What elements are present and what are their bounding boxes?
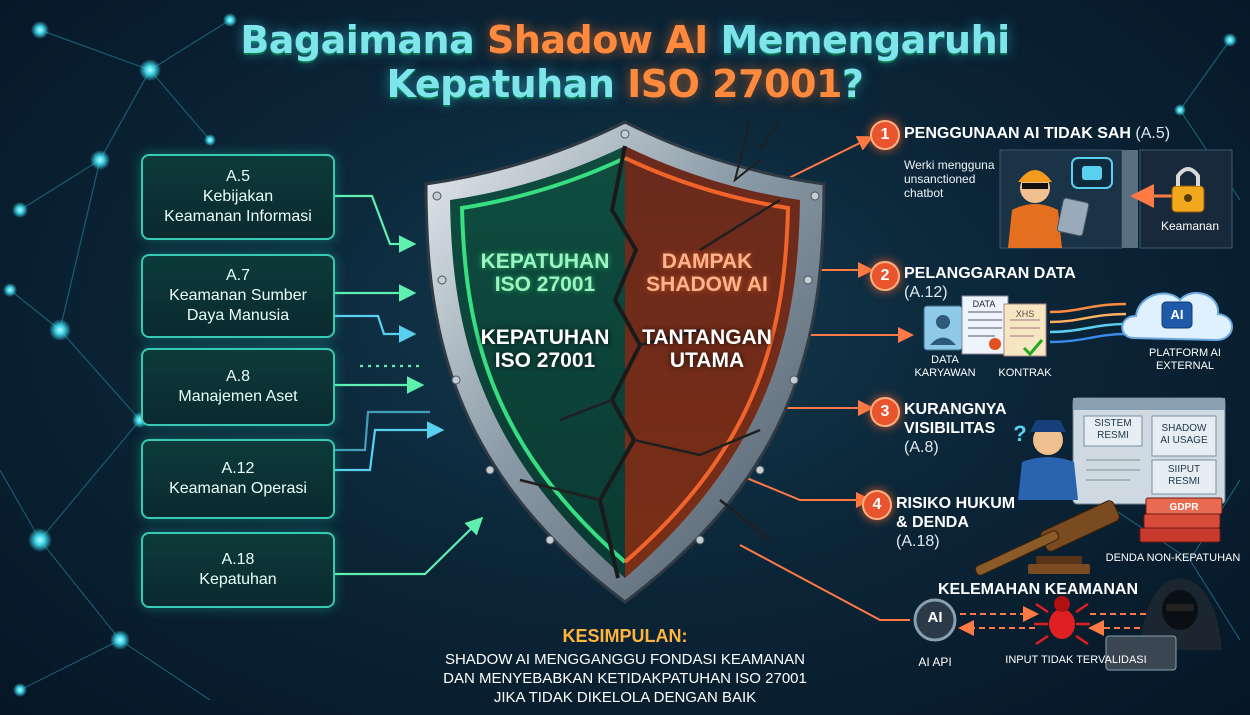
panel-sistem-resmi: SISTEM RESMI [1084, 418, 1142, 442]
weakness-title: KELEMAHAN KEAMANAN [938, 581, 1138, 598]
control-line-1: Keamanan Operasi [169, 480, 307, 497]
risk-title-1: PENGGUNAAN AI TIDAK SAH (A.5) [904, 124, 1170, 143]
shield-left-mid: KEPATUHAN ISO 27001 [470, 326, 620, 372]
panel-siiput: SIIPUT RESMI [1152, 464, 1216, 488]
shield-right-mid: TANTANGAN UTAMA [632, 326, 782, 372]
doc-tag-data: DATA [972, 299, 996, 309]
risk-title-2: PELANGGARAN DATA (A.12) [904, 264, 1076, 302]
ai-api-label: AI API [918, 655, 952, 669]
control-line-1: Keamanan Sumber [169, 287, 307, 304]
control-line-1: Manajemen Aset [178, 388, 298, 405]
note-line: Werki mengguna [904, 158, 995, 172]
risk-ref: (A.5) [1135, 125, 1171, 142]
risk-title-text: & DENDA [896, 514, 969, 531]
shield-text: TANTANGAN [642, 326, 772, 349]
title-2b: ISO 27001 [627, 62, 842, 106]
conclusion-line: JIKA TIDAK DIKELOLA DENGAN BAIK [493, 689, 757, 706]
control-box-a7: A.7 Keamanan Sumber Daya Manusia [141, 254, 335, 338]
title-line-2: Kepatuhan ISO 27001? [0, 62, 1250, 106]
gdpr-stamp: GDPR [1169, 502, 1199, 513]
conclusion-title: KESIMPULAN: [562, 626, 688, 646]
risk-title-3: KURANGNYA VISIBILITAS (A.8) [904, 400, 1007, 457]
title-1b: Shadow AI [486, 18, 708, 62]
risk-number-1: 1 [870, 120, 900, 150]
control-line-1: Kebijakan [202, 188, 274, 205]
weakness-illustration [913, 578, 1222, 671]
control-code: A.7 [225, 267, 250, 284]
label-line: KARYAWAN [914, 367, 976, 379]
risk-title-4: RISIKO HUKUM & DENDA (A.18) [896, 494, 1015, 551]
shield-left-top: KEPATUHAN ISO 27001 [470, 250, 620, 296]
label-kontrak: KONTRAK [998, 367, 1052, 379]
conclusion-line: DAN MENYEBABKAN KETIDAKPATUHAN ISO 27001 [443, 670, 807, 687]
control-box-a8: A.8 Manajemen Aset [141, 348, 335, 426]
panel-line: SHADOW [1161, 423, 1207, 434]
label-line: DATA [931, 354, 959, 366]
risk-ref: (A.18) [896, 533, 940, 550]
shield-text: DAMPAK [661, 250, 753, 273]
risk-title-text: RISIKO HUKUM [896, 495, 1016, 512]
conclusion-body: SHADOW AI MENGGANGGU FONDASI KEAMANAN DA… [395, 650, 855, 707]
risk2-illustration [923, 291, 1233, 357]
label-platform: PLATFORM AI EXTERNAL [1130, 347, 1240, 373]
risk-title-text: VISIBILITAS [904, 420, 996, 437]
control-code: A.8 [225, 368, 250, 385]
shield-text: KEPATUHAN [480, 250, 610, 273]
panel-line: RESMI [1097, 430, 1129, 441]
panel-line: SIIPUT [1167, 464, 1201, 475]
title-line-1: Bagaimana Shadow AI Memengaruhi [0, 18, 1250, 62]
risk3-illustration [1018, 397, 1226, 505]
risk1-note: Werki mengguna unsanctioned chatbot [904, 158, 995, 200]
control-box-a18: A.18 Kepatuhan [141, 532, 335, 608]
label-line: EXTERNAL [1155, 360, 1215, 372]
title-2c: ? [841, 62, 864, 106]
control-code: A.5 [225, 168, 250, 185]
risk-ref: (A.12) [904, 284, 948, 301]
note-line: unsanctioned [904, 172, 976, 186]
panel-line: SISTEM [1094, 418, 1132, 429]
risk-title-text: KURANGNYA [904, 401, 1007, 418]
control-line-2: Daya Manusia [186, 307, 290, 324]
risk-title-text: PELANGGARAN DATA [904, 265, 1076, 282]
panel-line: RESMI [1168, 476, 1200, 487]
shield-text: UTAMA [669, 349, 745, 372]
panel-shadow-ai: SHADOW AI USAGE [1152, 423, 1216, 447]
input-label: INPUT TIDAK TERVALIDASI [1005, 654, 1147, 666]
title-1a: Bagaimana [240, 18, 487, 62]
shield-text: ISO 27001 [494, 349, 596, 372]
risk-ref: (A.8) [904, 439, 939, 456]
risk-number-3: 3 [870, 397, 900, 427]
control-line-1: Kepatuhan [199, 571, 277, 588]
risk-title-text: PENGGUNAAN AI TIDAK SAH [904, 125, 1131, 142]
shield-text: KEPATUHAN [480, 326, 610, 349]
risk4-illustration [974, 497, 1223, 576]
shield [424, 119, 826, 604]
control-code: A.18 [221, 551, 255, 568]
panel-line: AI USAGE [1160, 435, 1208, 446]
risk-number-2: 2 [870, 261, 900, 291]
risk-number-4: 4 [862, 490, 892, 520]
lock-label: Keamanan [1160, 219, 1220, 233]
risk1-illustration [999, 149, 1233, 249]
control-box-a12: A.12 Keamanan Operasi [141, 439, 335, 519]
label-line: PLATFORM AI [1149, 347, 1221, 359]
control-code: A.12 [221, 460, 255, 477]
note-line: chatbot [904, 186, 944, 200]
ai-badge: AI [927, 609, 943, 626]
shield-text: ISO 27001 [494, 273, 596, 296]
conclusion-line: SHADOW AI MENGGANGGU FONDASI KEAMANAN [444, 651, 806, 668]
cloud-ai-text: AI [1170, 307, 1184, 322]
control-line-2: Keamanan Informasi [164, 208, 312, 225]
label-data-karyawan: DATA KARYAWAN [905, 354, 985, 380]
fine-label: DENDA NON-KEPATUHAN [1105, 552, 1241, 564]
title-2a: Kepatuhan [386, 62, 628, 106]
title-1c: Memengaruhi [707, 18, 1010, 62]
shield-text: SHADOW AI [646, 273, 768, 296]
doc-tag-xhs: XHS [1015, 309, 1035, 319]
shield-right-top: DAMPAK SHADOW AI [632, 250, 782, 296]
control-box-a5: A.5 Kebijakan Keamanan Informasi [141, 154, 335, 240]
question-mark: ? [1013, 421, 1027, 446]
